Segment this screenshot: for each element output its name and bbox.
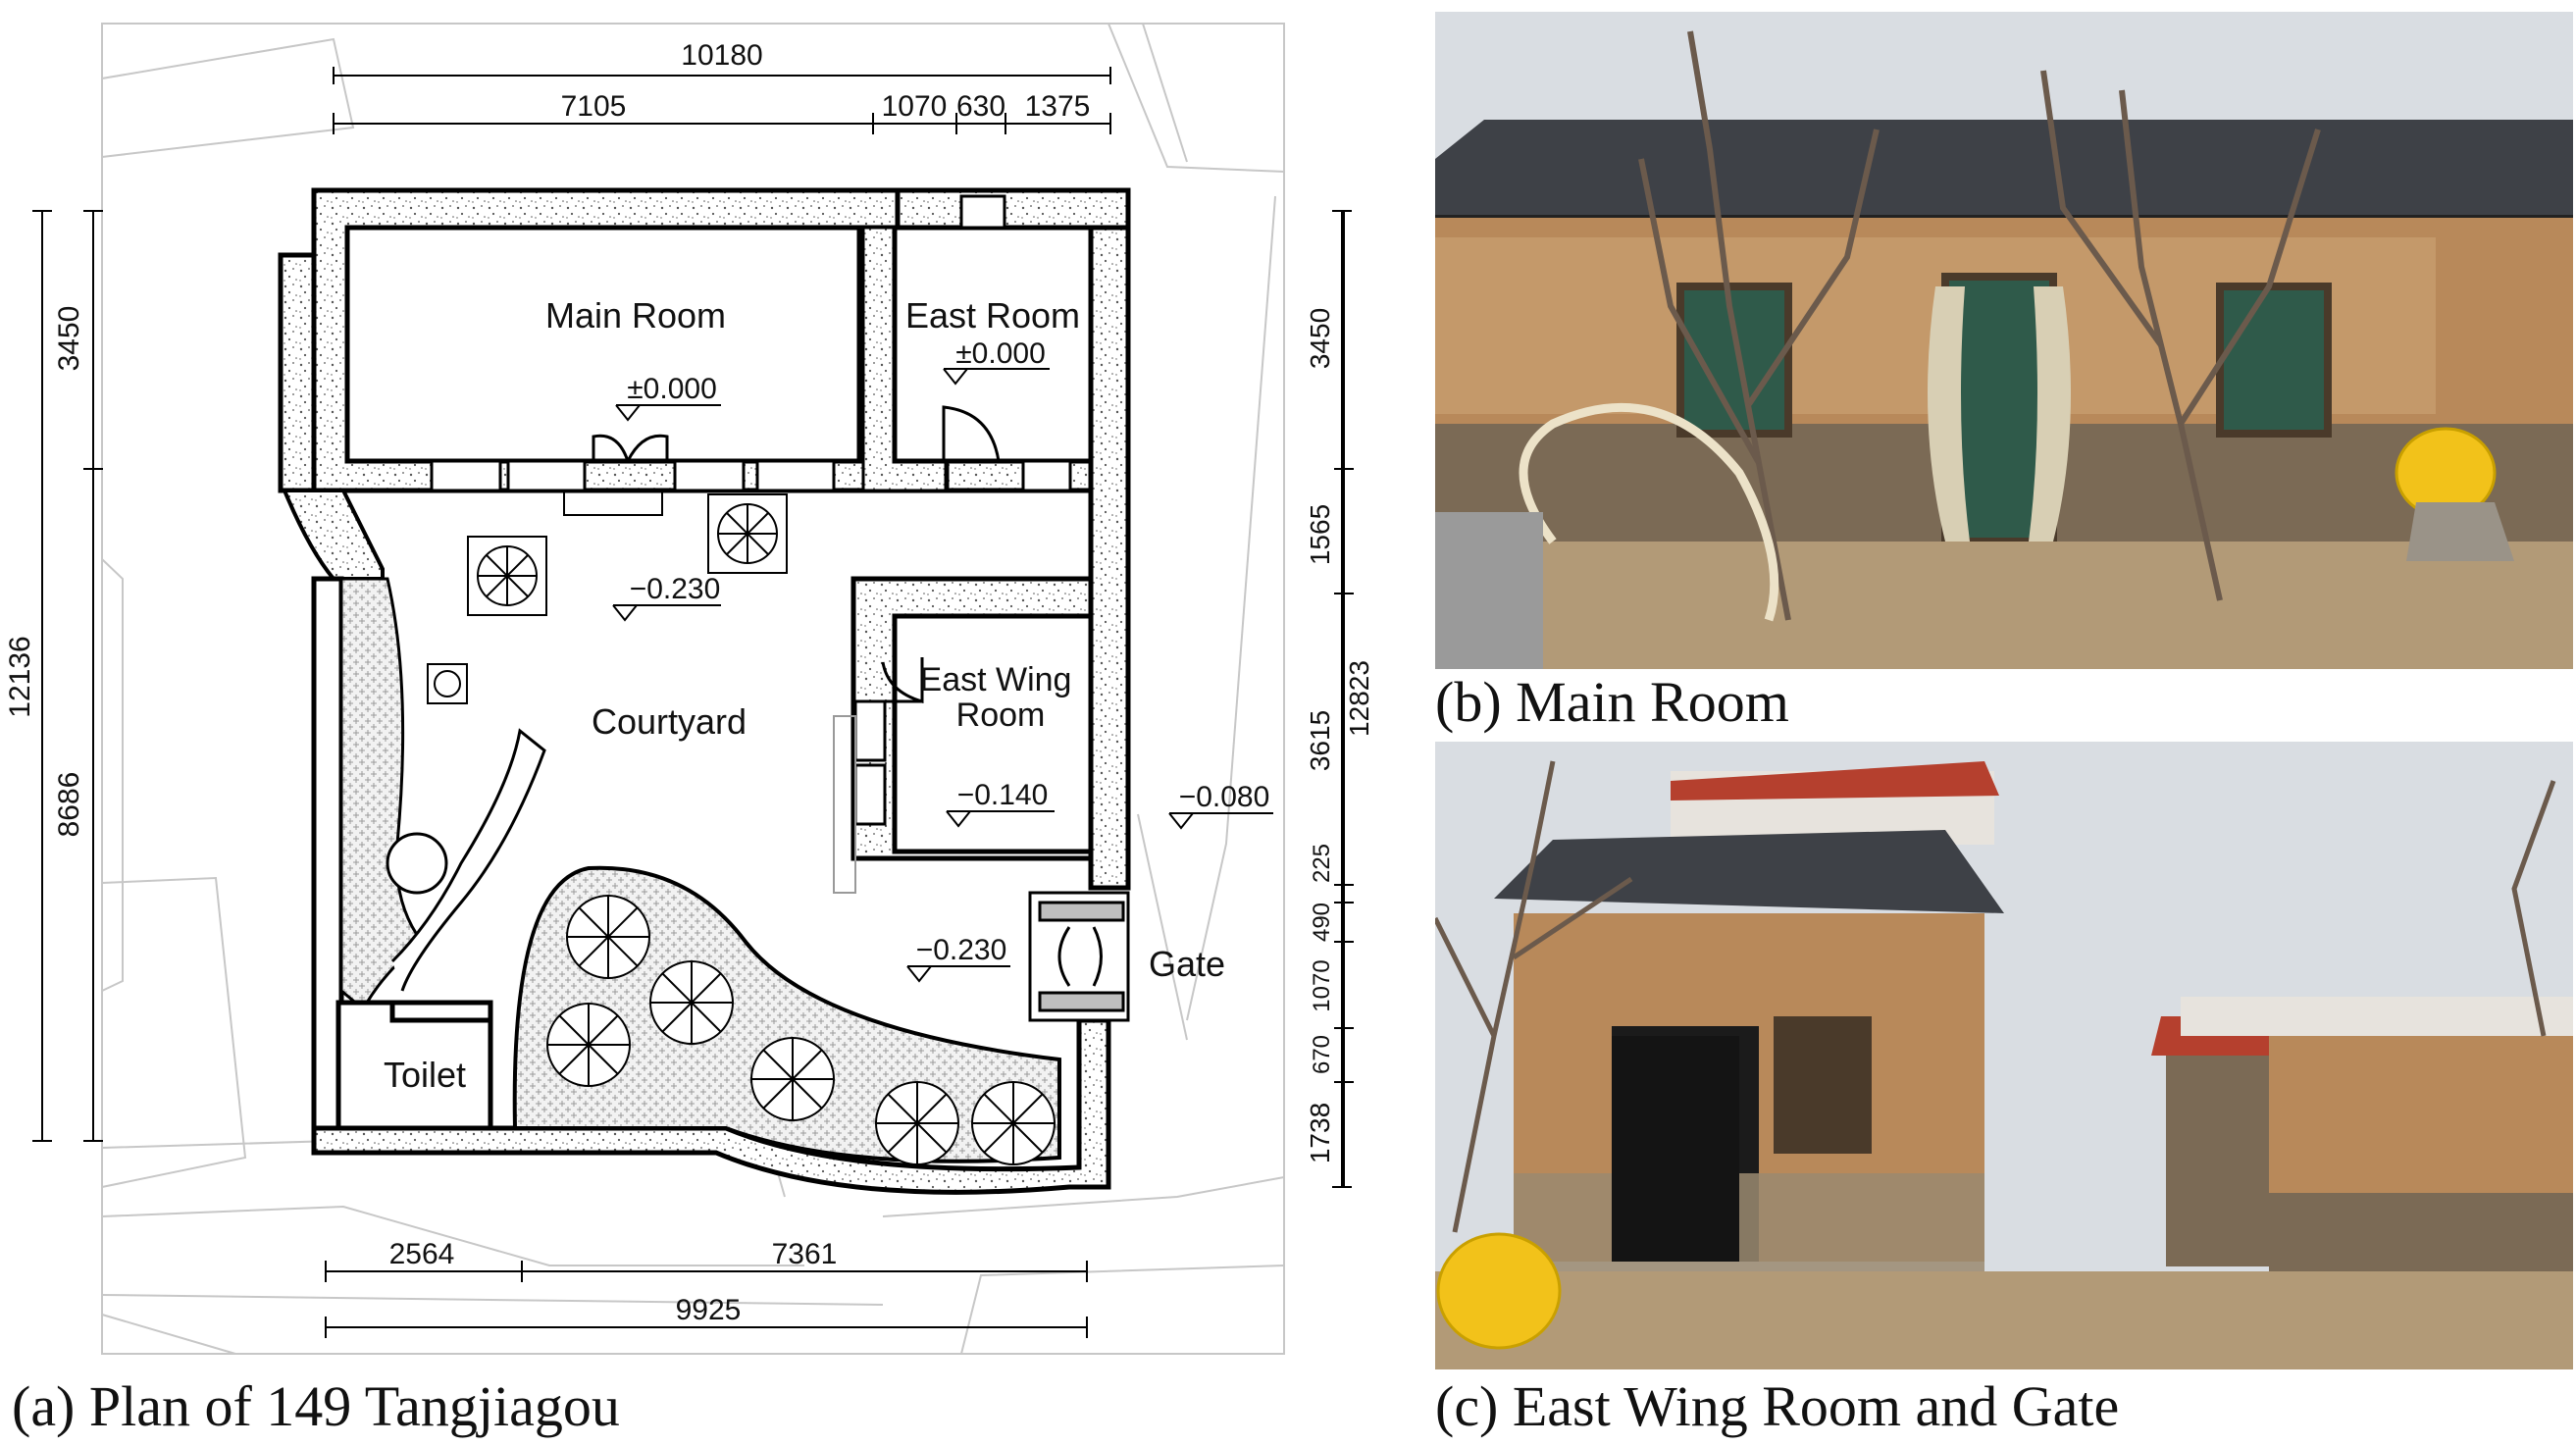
dimension-lines-bottom bbox=[325, 1261, 1088, 1338]
east-wing-label-line2: Room bbox=[956, 697, 1046, 734]
dimension-lines-top bbox=[333, 67, 1111, 134]
courtyard-label: Courtyard bbox=[592, 701, 747, 742]
level-outside: −0.080 bbox=[1179, 781, 1270, 813]
east-wing-photo bbox=[1435, 742, 2573, 1369]
main-room-label: Main Room bbox=[545, 295, 726, 336]
floor-plan: Main Room East Room Courtyard East Wing … bbox=[4, 23, 1373, 1355]
plan-caption: (a) Plan of 149 Tangjiagou bbox=[12, 1374, 620, 1438]
dimension-lines-left bbox=[32, 210, 103, 1142]
level-courtyard-top: −0.230 bbox=[630, 573, 721, 605]
dim-right-total: 12823 bbox=[1344, 660, 1373, 737]
dim-right-2: 1565 bbox=[1305, 504, 1335, 565]
gate-structure bbox=[1028, 891, 1130, 1022]
level-main-room: ±0.000 bbox=[627, 373, 717, 405]
dimension-lines-right bbox=[1332, 210, 1352, 1188]
dim-right-5: 490 bbox=[1309, 903, 1335, 942]
tree-symbols bbox=[427, 493, 1056, 1165]
gate-label: Gate bbox=[1149, 944, 1225, 984]
dim-right-8: 670 bbox=[1309, 1035, 1335, 1074]
dim-top-1: 7105 bbox=[561, 90, 627, 123]
dim-bottom-1: 2564 bbox=[389, 1238, 455, 1270]
dim-right-7: 1070 bbox=[1309, 959, 1335, 1011]
round-feature bbox=[386, 832, 448, 895]
dim-left-1: 3450 bbox=[53, 306, 85, 372]
dim-top-4: 1375 bbox=[1025, 90, 1091, 123]
dim-right-6: 225 bbox=[1309, 844, 1335, 883]
east-wing-caption: (c) East Wing Room and Gate bbox=[1435, 1374, 2120, 1438]
toilet-outline bbox=[335, 1000, 493, 1131]
dim-right-1: 3450 bbox=[1305, 308, 1335, 369]
level-east-wing: −0.140 bbox=[957, 779, 1049, 811]
dim-left-total: 12136 bbox=[4, 636, 36, 717]
dim-bottom-2: 7361 bbox=[772, 1238, 838, 1270]
level-east-room: ±0.000 bbox=[955, 337, 1046, 370]
east-room-label: East Room bbox=[905, 295, 1080, 336]
main-room-photo bbox=[1435, 12, 2573, 669]
main-room-outline bbox=[344, 225, 862, 464]
east-wing-room-outline bbox=[892, 613, 1094, 854]
level-marks bbox=[612, 368, 1273, 983]
dimension-lines-right-inner bbox=[1334, 211, 1354, 1187]
dim-top-total: 10180 bbox=[681, 39, 762, 72]
toilet-label: Toilet bbox=[384, 1055, 466, 1095]
level-courtyard-bottom: −0.230 bbox=[916, 934, 1007, 966]
dim-top-3: 630 bbox=[956, 90, 1005, 123]
east-wing-label-line1: East Wing bbox=[920, 661, 1072, 698]
dim-right-4: 1738 bbox=[1305, 1103, 1335, 1163]
dim-top-2: 1070 bbox=[882, 90, 948, 123]
dim-bottom-total: 9925 bbox=[676, 1294, 742, 1326]
dim-left-2: 8686 bbox=[53, 772, 85, 838]
dim-right-3: 3615 bbox=[1305, 710, 1335, 771]
east-room-outline bbox=[892, 225, 1094, 464]
main-room-caption: (b) Main Room bbox=[1435, 670, 1789, 734]
garden-path-curve bbox=[390, 728, 546, 992]
openings bbox=[430, 194, 1072, 894]
